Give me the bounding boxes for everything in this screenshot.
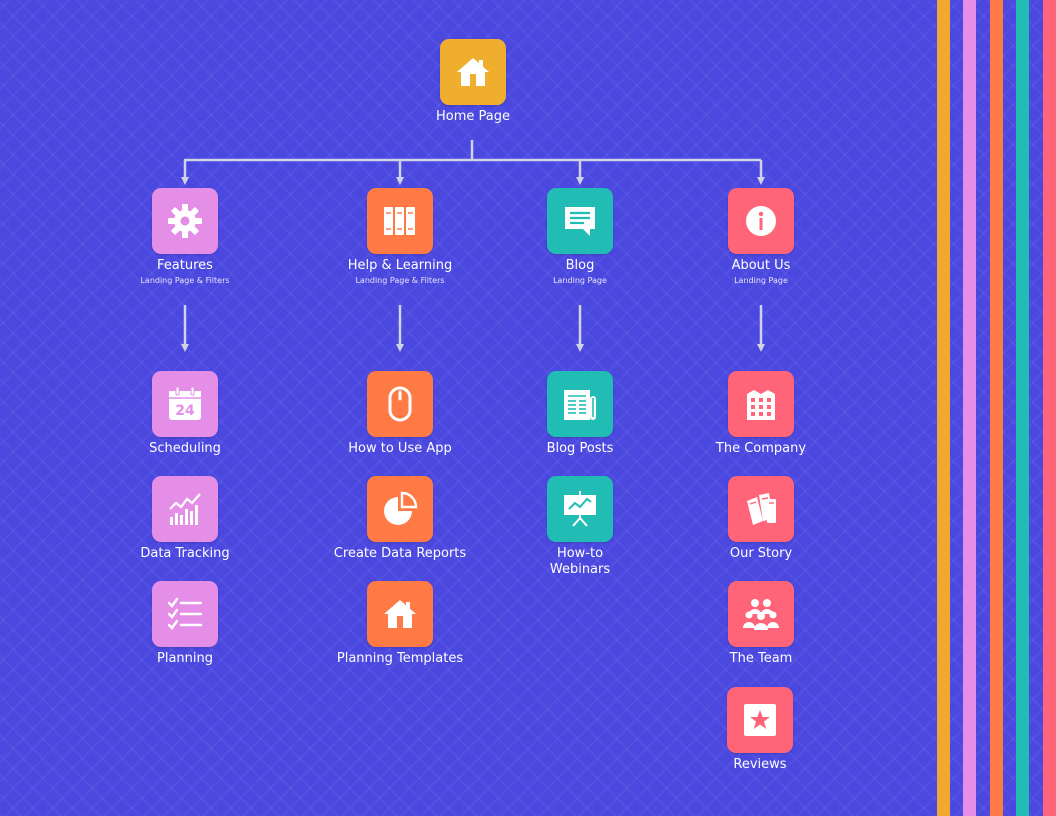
- node-label: How-to: [556, 546, 604, 561]
- node-icon-box: [728, 581, 794, 647]
- node-sublabel: Landing Page: [734, 276, 788, 285]
- node-blog[interactable]: Blog Landing Page: [500, 188, 660, 286]
- node-icon-box: [440, 39, 506, 105]
- chat-message-icon: [565, 207, 595, 236]
- decorative-stripe-red: [1043, 0, 1056, 816]
- checklist-icon: [167, 597, 203, 630]
- node-icon-box: [367, 476, 433, 542]
- node-label: How to Use App: [348, 441, 452, 456]
- node-icon-box: [152, 581, 218, 647]
- node-our-story[interactable]: Our Story: [681, 476, 841, 562]
- calendar-day-number: 24: [175, 403, 195, 419]
- decorative-stripe-yellow: [937, 0, 950, 816]
- node-icon-box: [728, 476, 794, 542]
- decorative-stripe-pink: [963, 0, 976, 816]
- node-icon-box: [152, 476, 218, 542]
- node-label: The Company: [715, 441, 807, 456]
- gear-icon: [168, 204, 202, 238]
- building-icon: [747, 390, 775, 420]
- node-icon-box: [727, 687, 793, 753]
- node-icon-box: [367, 188, 433, 254]
- node-label: About Us: [731, 258, 791, 273]
- node-label: Blog: [565, 258, 595, 273]
- node-icon-box: [367, 581, 433, 647]
- node-sublabel: Landing Page & Filters: [355, 276, 445, 285]
- sitemap-connectors: [181, 140, 765, 352]
- star-icon: [744, 704, 776, 736]
- pie-chart-icon: [384, 491, 418, 525]
- node-create-data-reports[interactable]: Create Data Reports: [320, 476, 480, 562]
- node-features[interactable]: Features Landing Page & Filters: [105, 188, 265, 286]
- node-icon-box: [152, 188, 218, 254]
- node-the-team[interactable]: The Team: [681, 581, 841, 667]
- node-label: Home Page: [436, 109, 510, 124]
- home-icon: [457, 58, 489, 86]
- node-label: Help & Learning: [347, 258, 453, 273]
- node-sublabel: Landing Page & Filters: [140, 276, 230, 285]
- node-label: Blog Posts: [546, 441, 614, 456]
- books-icon: [384, 207, 415, 235]
- node-scheduling[interactable]: 24 Scheduling: [105, 371, 265, 457]
- node-label: Reviews: [733, 757, 787, 772]
- node-planning-templates[interactable]: Planning Templates: [320, 581, 480, 667]
- node-label: Create Data Reports: [333, 546, 467, 561]
- node-the-company[interactable]: The Company: [681, 371, 841, 457]
- node-icon-box: [367, 371, 433, 437]
- book-stack-icon: [747, 493, 776, 525]
- node-planning[interactable]: Planning: [105, 581, 265, 667]
- node-icon-box: [547, 476, 613, 542]
- node-sublabel: Landing Page: [553, 276, 607, 285]
- newspaper-icon: [564, 390, 596, 420]
- decorative-stripe-teal: [1016, 0, 1029, 816]
- home-icon: [384, 600, 416, 628]
- team-icon: [743, 599, 779, 630]
- node-icon-box: [728, 371, 794, 437]
- node-icon-box: 24: [152, 371, 218, 437]
- info-icon: [746, 206, 776, 236]
- node-label: The Team: [729, 651, 793, 666]
- node-label: Features: [157, 258, 213, 273]
- node-label: Planning: [157, 651, 213, 666]
- node-data-tracking[interactable]: Data Tracking: [105, 476, 265, 562]
- node-reviews[interactable]: Reviews: [680, 687, 840, 773]
- node-label-line-2: Webinars: [549, 562, 611, 577]
- decorative-stripe-orange: [990, 0, 1003, 816]
- node-label: Our Story: [729, 546, 793, 561]
- node-how-to-webinars[interactable]: How-to Webinars: [500, 476, 660, 578]
- node-home-page[interactable]: Home Page: [393, 39, 553, 125]
- calendar-icon: 24: [169, 386, 201, 420]
- node-icon-box: [728, 188, 794, 254]
- node-icon-box: [547, 371, 613, 437]
- presentation-board-icon: [564, 491, 596, 527]
- mouse-icon: [388, 386, 412, 422]
- node-help-learning[interactable]: Help & Learning Landing Page & Filters: [320, 188, 480, 286]
- chart-trend-icon: [169, 493, 201, 525]
- node-blog-posts[interactable]: Blog Posts: [500, 371, 660, 457]
- node-label: Scheduling: [149, 441, 221, 456]
- node-icon-box: [547, 188, 613, 254]
- node-label: Data Tracking: [140, 546, 230, 561]
- node-label: Planning Templates: [336, 651, 464, 666]
- node-about-us[interactable]: About Us Landing Page: [681, 188, 841, 286]
- node-how-to-use-app[interactable]: How to Use App: [320, 371, 480, 457]
